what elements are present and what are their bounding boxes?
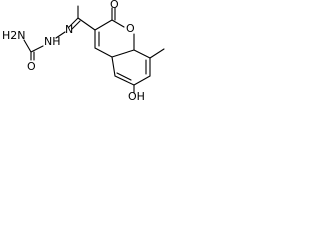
bond-c-c3	[77, 17, 96, 31]
chemical-structure-diagram: H2N O NH N O O OH	[2, 0, 165, 102]
atom-label-o-amide: O	[27, 60, 36, 73]
bond-c4a-c8a	[111, 49, 135, 58]
bond-c5-c4a	[111, 56, 116, 77]
bond-c6-c5-inner	[116, 72, 132, 81]
bond-c6-c5	[114, 75, 135, 86]
atom-label-o-carbonyl: O	[110, 0, 119, 11]
bond-nh-n	[55, 31, 66, 39]
bond-c8a-c8	[133, 49, 151, 59]
atom-label-nh: NH	[44, 35, 61, 48]
atom-label-n: N	[65, 23, 73, 36]
bond-c7-c6	[133, 75, 151, 86]
bond-c3-c2	[94, 19, 113, 31]
bond-n-c-2	[71, 20, 81, 30]
bond-methyl-aryl	[149, 48, 165, 59]
atom-label-oh: OH	[128, 90, 145, 102]
bond-n-c-1	[68, 17, 79, 28]
bond-lines	[23, 5, 165, 94]
bond-c-nh2	[23, 39, 32, 53]
atom-labels: H2N O NH N O O OH	[2, 0, 145, 102]
atom-label-o-ring: O	[126, 22, 135, 35]
atom-label-h2n: H2N	[2, 29, 26, 42]
bond-c2-oring	[111, 19, 125, 28]
bond-c-nh	[30, 45, 44, 53]
bond-c4-c4a	[94, 47, 113, 58]
